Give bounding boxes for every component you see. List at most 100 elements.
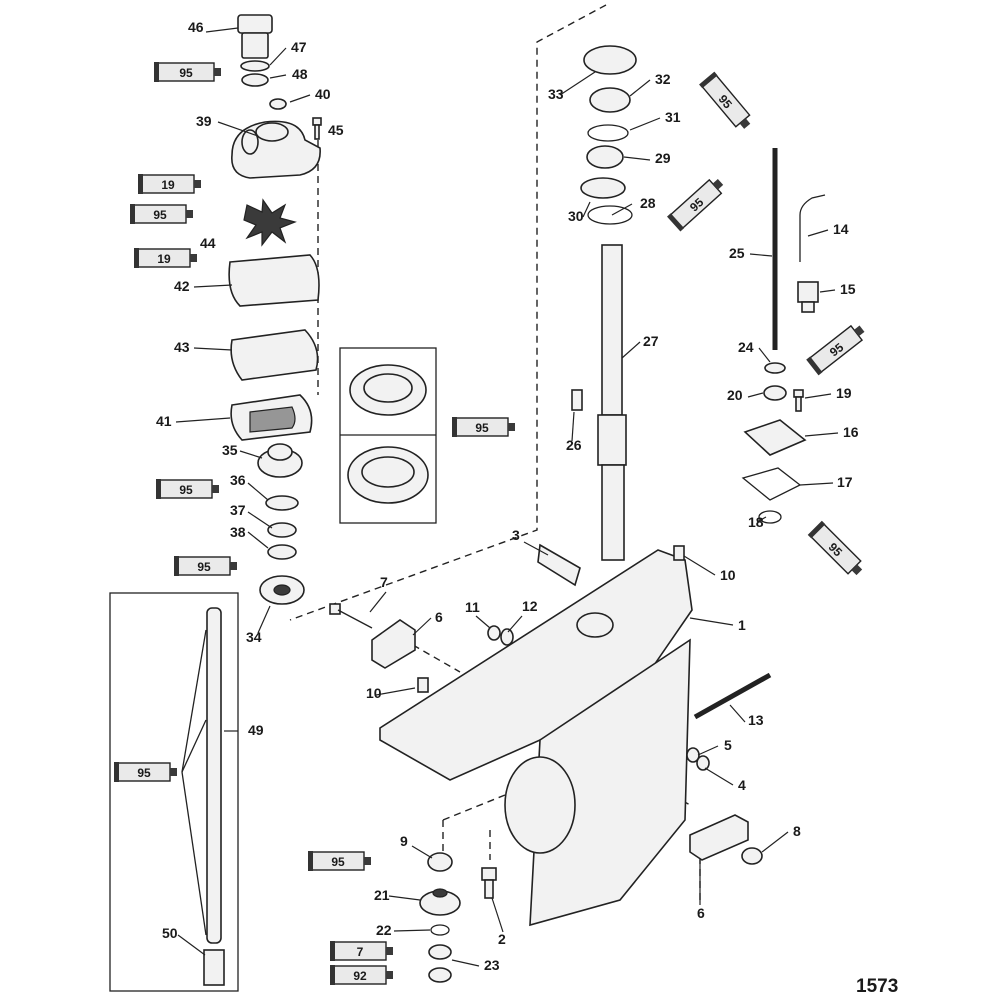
sealant-tube: 19 [138, 174, 201, 194]
callout-label: 6 [697, 905, 705, 921]
sealant-tube: 92 [330, 965, 393, 985]
sealant-tube-label: 95 [137, 766, 151, 780]
callout-label: 39 [196, 113, 212, 129]
callout-label: 44 [200, 235, 216, 251]
leader-line [559, 71, 596, 96]
leader-line [247, 511, 273, 529]
leader-line [289, 94, 311, 103]
callout-label: 17 [837, 474, 853, 490]
sealant-tube: 95 [114, 762, 177, 782]
seal-detail-box [339, 347, 437, 524]
part-7-bolt [329, 603, 373, 629]
part-32-bearing [589, 87, 631, 113]
part-11-seal [487, 625, 501, 641]
leader-line [571, 411, 575, 442]
leader-line [393, 929, 431, 932]
leader-line [269, 47, 287, 66]
callout-label: 25 [729, 245, 745, 261]
sealant-tube-label: 95 [331, 855, 345, 869]
leader-line [177, 934, 206, 956]
callout-label: 24 [738, 339, 754, 355]
part-24-washer [764, 362, 786, 374]
leader-line [807, 229, 829, 237]
leader-line [623, 156, 651, 161]
callout-label: 50 [162, 925, 178, 941]
sealant-tube: 19 [134, 248, 197, 268]
sealant-tube: 95 [130, 204, 193, 224]
part-19-screw [793, 389, 804, 412]
part-28-ring [587, 205, 633, 225]
callout-label: 30 [568, 208, 584, 224]
part-41-gasket [230, 394, 313, 441]
callout-label: 40 [315, 86, 331, 102]
leader-line [749, 253, 773, 257]
part-40-nut [269, 98, 287, 110]
inset-box [109, 592, 239, 992]
part-12-washer [500, 628, 514, 646]
part-8-nut [741, 847, 763, 865]
callout-label: 14 [833, 221, 849, 237]
leader-line [582, 201, 591, 218]
leader-line [375, 687, 416, 696]
callout-label: 26 [566, 437, 582, 453]
part-1-gearcase [379, 549, 693, 927]
leader-line [507, 615, 523, 633]
leader-line [729, 704, 746, 723]
callout-label: 16 [843, 424, 859, 440]
part-34-carrier [259, 575, 305, 605]
callout-label: 49 [248, 722, 264, 738]
leader-line [247, 531, 269, 549]
callout-label: 34 [246, 629, 262, 645]
part-29-bearing [586, 145, 624, 169]
callout-label: 4 [738, 777, 746, 793]
sealant-tube: 95 [806, 324, 865, 376]
part-2-screw [481, 867, 497, 899]
callout-label: 2 [498, 931, 506, 947]
leader-line [611, 203, 633, 216]
callout-label: 8 [793, 823, 801, 839]
leader-line [689, 617, 734, 626]
part-35-pump-base [257, 443, 303, 478]
leader-line [756, 516, 767, 523]
callout-label: 33 [548, 86, 564, 102]
part-47-ring [240, 60, 270, 72]
sealant-tube-label: 19 [157, 252, 171, 266]
callout-label: 12 [522, 598, 538, 614]
callout-label: 43 [174, 339, 190, 355]
leader-line [629, 117, 661, 131]
leader-line [369, 591, 387, 613]
sealant-tube: 7 [330, 941, 393, 961]
callout-label: 29 [655, 150, 671, 166]
part-37-seal [267, 522, 297, 538]
sealant-tube-label: 95 [179, 483, 193, 497]
callout-label: 20 [727, 387, 743, 403]
part-38-seal [267, 544, 297, 560]
part-42-gasket [228, 254, 320, 307]
leader-line [804, 393, 832, 399]
leader-line [205, 27, 239, 33]
leader-line [451, 959, 480, 967]
part-14-tube [799, 194, 826, 262]
sealant-tube: 95 [667, 178, 724, 232]
part-18-oring [758, 510, 782, 524]
callout-label: 10 [366, 685, 382, 701]
part-22-washer [430, 924, 450, 936]
callout-label: 47 [291, 39, 307, 55]
leader-line [475, 615, 491, 629]
part-45-screw [312, 117, 322, 140]
diagram-id: 1573 [856, 976, 898, 997]
callout-label: 37 [230, 502, 246, 518]
leader-line [239, 450, 263, 459]
callout-label: 15 [840, 281, 856, 297]
part-15-fitting [797, 281, 819, 313]
leader-line [193, 284, 233, 288]
callout-label: 18 [748, 514, 764, 530]
part-30-sleeve [580, 177, 626, 199]
part-13-pin [693, 672, 772, 720]
part-17-gasket [741, 467, 802, 501]
part-23-nut [428, 944, 452, 983]
leader-line [621, 341, 641, 359]
leader-line [175, 417, 231, 423]
